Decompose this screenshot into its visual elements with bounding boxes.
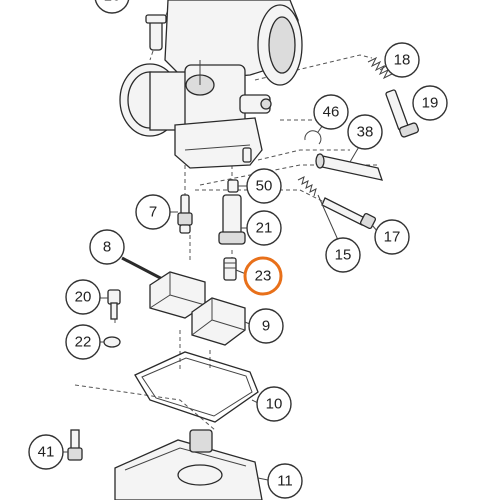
part-50-jet <box>227 179 239 193</box>
svg-text:9: 9 <box>262 318 270 335</box>
svg-text:41: 41 <box>38 444 55 461</box>
callout-7[interactable]: 7 <box>135 194 171 230</box>
callout-41[interactable]: 41 <box>28 434 64 470</box>
svg-text:22: 22 <box>75 334 92 351</box>
part-9-float <box>191 297 246 346</box>
svg-text:8: 8 <box>103 239 111 256</box>
svg-text:7: 7 <box>149 204 157 221</box>
callout-16[interactable]: 16 <box>94 0 130 14</box>
callout-11[interactable]: 11 <box>267 463 303 499</box>
svg-text:19: 19 <box>422 95 439 112</box>
callout-46[interactable]: 46 <box>313 94 349 130</box>
callout-20[interactable]: 20 <box>65 279 101 315</box>
svg-text:20: 20 <box>75 289 92 306</box>
svg-text:15: 15 <box>335 247 352 264</box>
carburetor-body <box>119 0 303 169</box>
svg-text:18: 18 <box>394 52 411 69</box>
callout-22[interactable]: 22 <box>65 324 101 360</box>
svg-text:46: 46 <box>323 104 340 121</box>
part-21-needle-jet <box>218 194 246 245</box>
part-22-washer <box>103 336 121 348</box>
callout-38[interactable]: 38 <box>347 114 383 150</box>
callout-17[interactable]: 17 <box>374 219 410 255</box>
part-10-gasket <box>134 351 259 423</box>
svg-text:17: 17 <box>384 229 401 246</box>
svg-text:16: 16 <box>104 0 121 5</box>
callout-18[interactable]: 18 <box>384 42 420 78</box>
svg-text:23: 23 <box>255 268 272 285</box>
callout-9[interactable]: 9 <box>248 308 284 344</box>
part-15-spring <box>297 176 317 197</box>
callout-50[interactable]: 50 <box>246 168 282 204</box>
callout-23[interactable]: 23 <box>243 256 283 296</box>
part-11-float-bowl <box>114 429 263 500</box>
part-41-screw <box>67 429 83 461</box>
svg-text:50: 50 <box>256 178 273 195</box>
part-38-slide <box>315 153 383 181</box>
part-23-pilot-jet <box>223 257 237 281</box>
part-18-spring <box>367 56 393 80</box>
svg-text:10: 10 <box>266 396 283 413</box>
svg-text:11: 11 <box>277 473 293 490</box>
part-46-clip <box>304 130 322 145</box>
part-7-jet <box>177 194 193 234</box>
callout-8[interactable]: 8 <box>89 229 125 265</box>
callout-10[interactable]: 10 <box>256 386 292 422</box>
svg-text:38: 38 <box>357 124 374 141</box>
part-17-screw <box>321 197 377 230</box>
callout-15[interactable]: 15 <box>325 237 361 273</box>
callout-19[interactable]: 19 <box>412 85 448 121</box>
svg-text:21: 21 <box>256 220 273 237</box>
part-20-screw <box>107 289 121 320</box>
callout-21[interactable]: 21 <box>246 210 282 246</box>
part-19-screw <box>385 89 419 138</box>
